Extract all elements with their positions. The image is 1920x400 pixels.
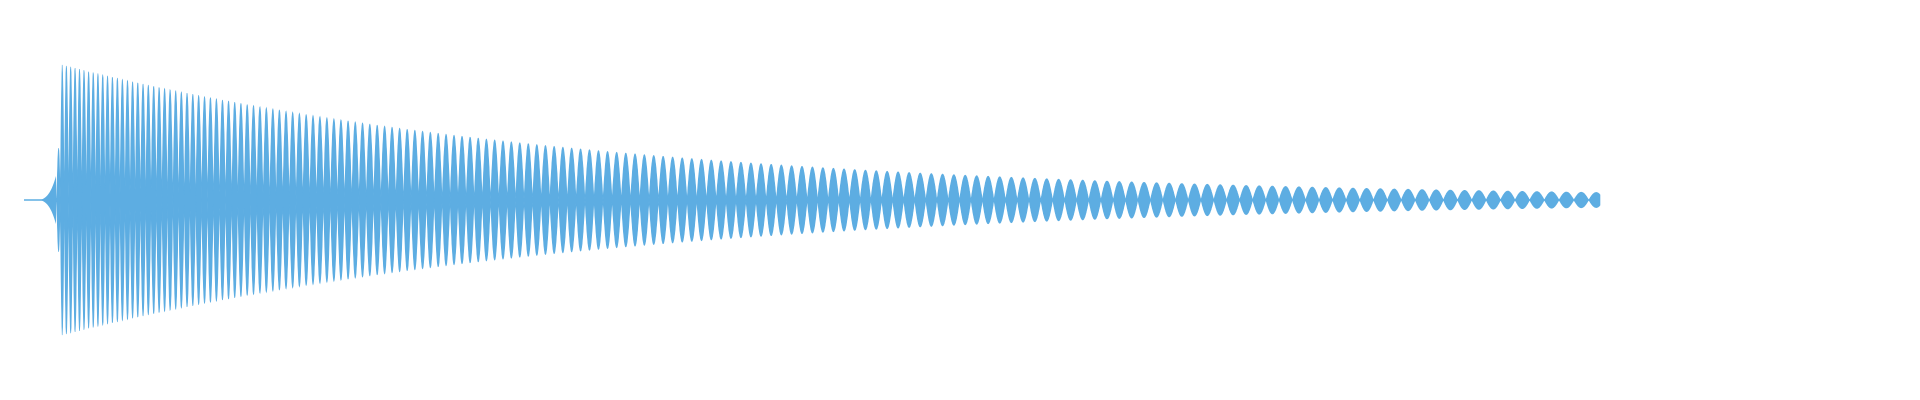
waveform-body <box>55 64 1601 336</box>
waveform-onset <box>40 176 56 224</box>
waveform-lobes <box>40 64 1601 336</box>
